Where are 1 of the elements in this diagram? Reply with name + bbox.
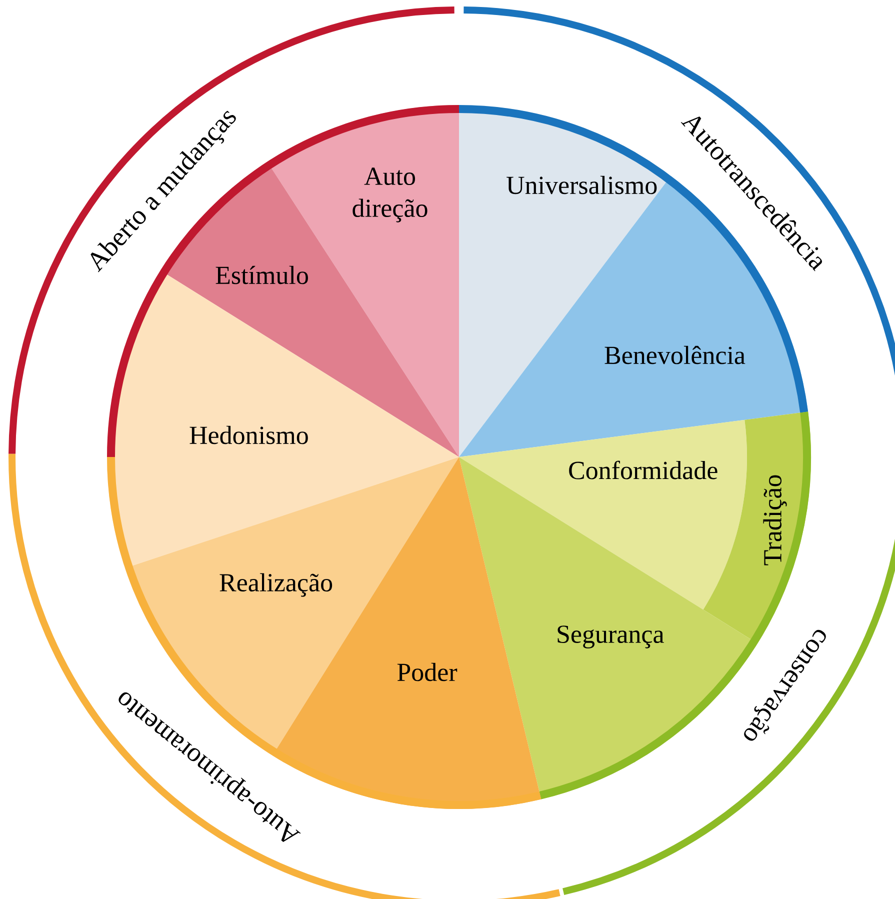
pie-slice: Conformidade: [459, 420, 747, 610]
